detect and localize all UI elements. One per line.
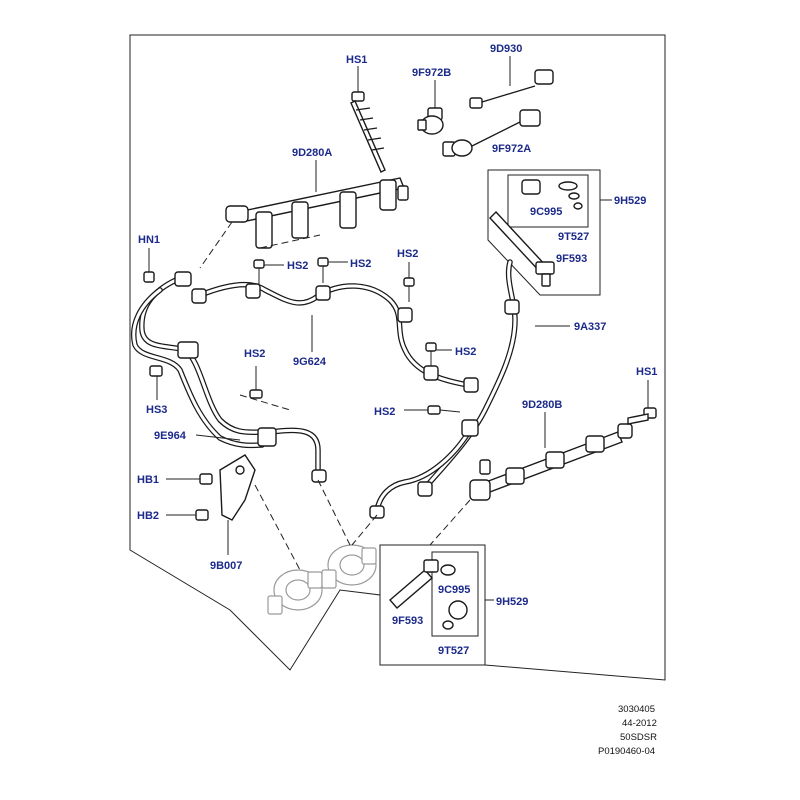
label-9g624: 9G624: [293, 356, 327, 368]
injector-kit-9h529-bottom: [379, 544, 494, 666]
reference-line-1: 3030405: [618, 704, 655, 715]
alignment-line-1: [199, 221, 233, 269]
bolt-hs2-d: [425, 342, 452, 366]
label-9t527-bottom: 9T527: [438, 645, 469, 657]
label-hs2-a: HS2: [287, 260, 308, 272]
label-hs2-e: HS2: [244, 348, 265, 360]
label-9h529-bottom: 9H529: [496, 596, 528, 608]
reference-line-3: 50SDSR: [620, 732, 657, 743]
fuel-pipe-9e964: [131, 271, 327, 483]
label-9h529-top: 9H529: [614, 195, 646, 207]
label-hs3: HS3: [146, 404, 167, 416]
bolt-hs2-e: [249, 366, 263, 399]
bolt-hs2-a: [253, 259, 284, 285]
alignment-line-4: [317, 479, 351, 546]
label-hs2-b: HS2: [350, 258, 371, 270]
label-9c995-bottom: 9C995: [438, 584, 470, 596]
bolt-hn1: [143, 248, 155, 283]
label-hs2-d: HS2: [455, 346, 476, 358]
label-hn1: HN1: [138, 234, 160, 246]
reference-line-2: 44-2012: [622, 718, 657, 729]
sensor-9d930: [469, 56, 554, 109]
label-9d930: 9D930: [490, 43, 522, 55]
fuel-pipe-9a337: [369, 259, 520, 519]
alignment-line-6: [429, 499, 471, 546]
leader-9e964: [195, 434, 241, 441]
bracket-9b007: [219, 454, 256, 555]
label-9c995-top: 9C995: [530, 206, 562, 218]
bolt-hb2: [166, 509, 209, 521]
label-9d280a: 9D280A: [292, 147, 332, 159]
label-9f593-top: 9F593: [556, 253, 587, 265]
label-hs1-right: HS1: [636, 366, 657, 378]
label-9f593-bottom: 9F593: [392, 615, 423, 627]
alignment-line-3: [254, 484, 301, 571]
label-hs2-f: HS2: [374, 406, 395, 418]
sensor-9f972a: [442, 109, 541, 157]
fuel-pipe-9g624: [191, 281, 479, 393]
label-hs2-c: HS2: [397, 248, 418, 260]
bolt-hb1: [166, 473, 213, 485]
high-pressure-pump-left: [267, 569, 323, 615]
alignment-line-5: [351, 514, 378, 546]
label-9b007: 9B007: [210, 560, 242, 572]
bolt-hs1-top: [350, 66, 386, 173]
label-9t527-top: 9T527: [558, 231, 589, 243]
bolt-hs3: [149, 365, 163, 400]
label-9f972a: 9F972A: [492, 143, 531, 155]
bolt-hs1-right: [627, 380, 657, 425]
label-9d280b: 9D280B: [522, 399, 562, 411]
label-9a337: 9A337: [574, 321, 606, 333]
reference-line-4: P0190460-04: [598, 746, 655, 757]
bolt-hs2-f: [404, 405, 461, 415]
bolt-hs2-b: [317, 257, 348, 283]
label-hb1: HB1: [137, 474, 159, 486]
fuel-rail-9d280a: [225, 160, 409, 249]
label-9f972b: 9F972B: [412, 67, 451, 79]
high-pressure-pump-right: [321, 544, 377, 589]
bolt-hs2-c: [403, 262, 415, 302]
label-9e964: 9E964: [154, 430, 187, 442]
label-hs1-top: HS1: [346, 54, 367, 66]
alignment-line-7: [239, 394, 291, 411]
fuel-rail-9d280b: [469, 423, 633, 501]
injector-kit-9h529-top: [487, 169, 612, 296]
label-hb2: HB2: [137, 510, 159, 522]
assembly-boundary-outline: [129, 34, 666, 681]
sensor-9f972b: [417, 80, 444, 135]
